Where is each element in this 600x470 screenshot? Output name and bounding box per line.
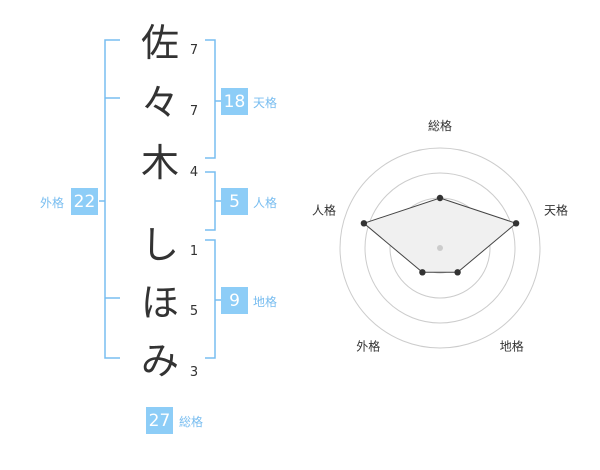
stroke-count-6: 3	[189, 365, 199, 380]
name-char-5: ほ	[140, 281, 179, 325]
chikaku-label: 地格	[253, 295, 278, 309]
name-char-3: 木	[140, 141, 179, 185]
tenkaku-bracket	[205, 39, 216, 159]
stroke-count-1: 7	[189, 43, 199, 58]
radar-axis-label-5: 人格	[312, 202, 336, 217]
gaikaku-bracket	[104, 39, 120, 359]
jinkaku-label: 人格	[253, 196, 278, 210]
radar-point-1	[436, 194, 444, 202]
stroke-count-5: 5	[189, 304, 199, 319]
stroke-count-3: 4	[189, 165, 199, 180]
stroke-count-2: 7	[189, 104, 199, 119]
gaikaku-badge: 22	[71, 188, 98, 215]
radar-ring-4	[339, 147, 541, 349]
radar-data-polygon	[362, 197, 518, 273]
soukaku-badge: 27	[146, 407, 173, 434]
radar-axis-label-4: 外格	[356, 339, 380, 354]
name-char-1: 佐	[140, 21, 179, 65]
name-char-2: 々	[140, 81, 179, 125]
radar-point-4	[419, 269, 426, 276]
jinkaku-badge: 5	[221, 188, 248, 215]
radar-point-2	[512, 220, 520, 227]
gaikaku-label: 外格	[40, 196, 65, 210]
chikaku-badge: 9	[221, 287, 248, 314]
tenkaku-badge: 18	[221, 88, 248, 115]
radar-point-3	[454, 269, 461, 276]
name-char-4: し	[140, 223, 179, 267]
tenkaku-label: 天格	[253, 96, 278, 110]
name-char-6: み	[140, 339, 179, 383]
stroke-count-4: 1	[189, 244, 199, 259]
radar-ring-3	[364, 172, 516, 324]
chikaku-bracket	[205, 239, 216, 359]
radar-axis-label-2: 天格	[544, 202, 568, 217]
radar-axis-label-3: 地格	[500, 339, 524, 354]
soukaku-label: 総格	[179, 415, 204, 429]
radar-axis-label-1: 総格	[428, 118, 452, 133]
radar-center-dot	[437, 245, 443, 251]
radar-point-5	[360, 220, 368, 227]
